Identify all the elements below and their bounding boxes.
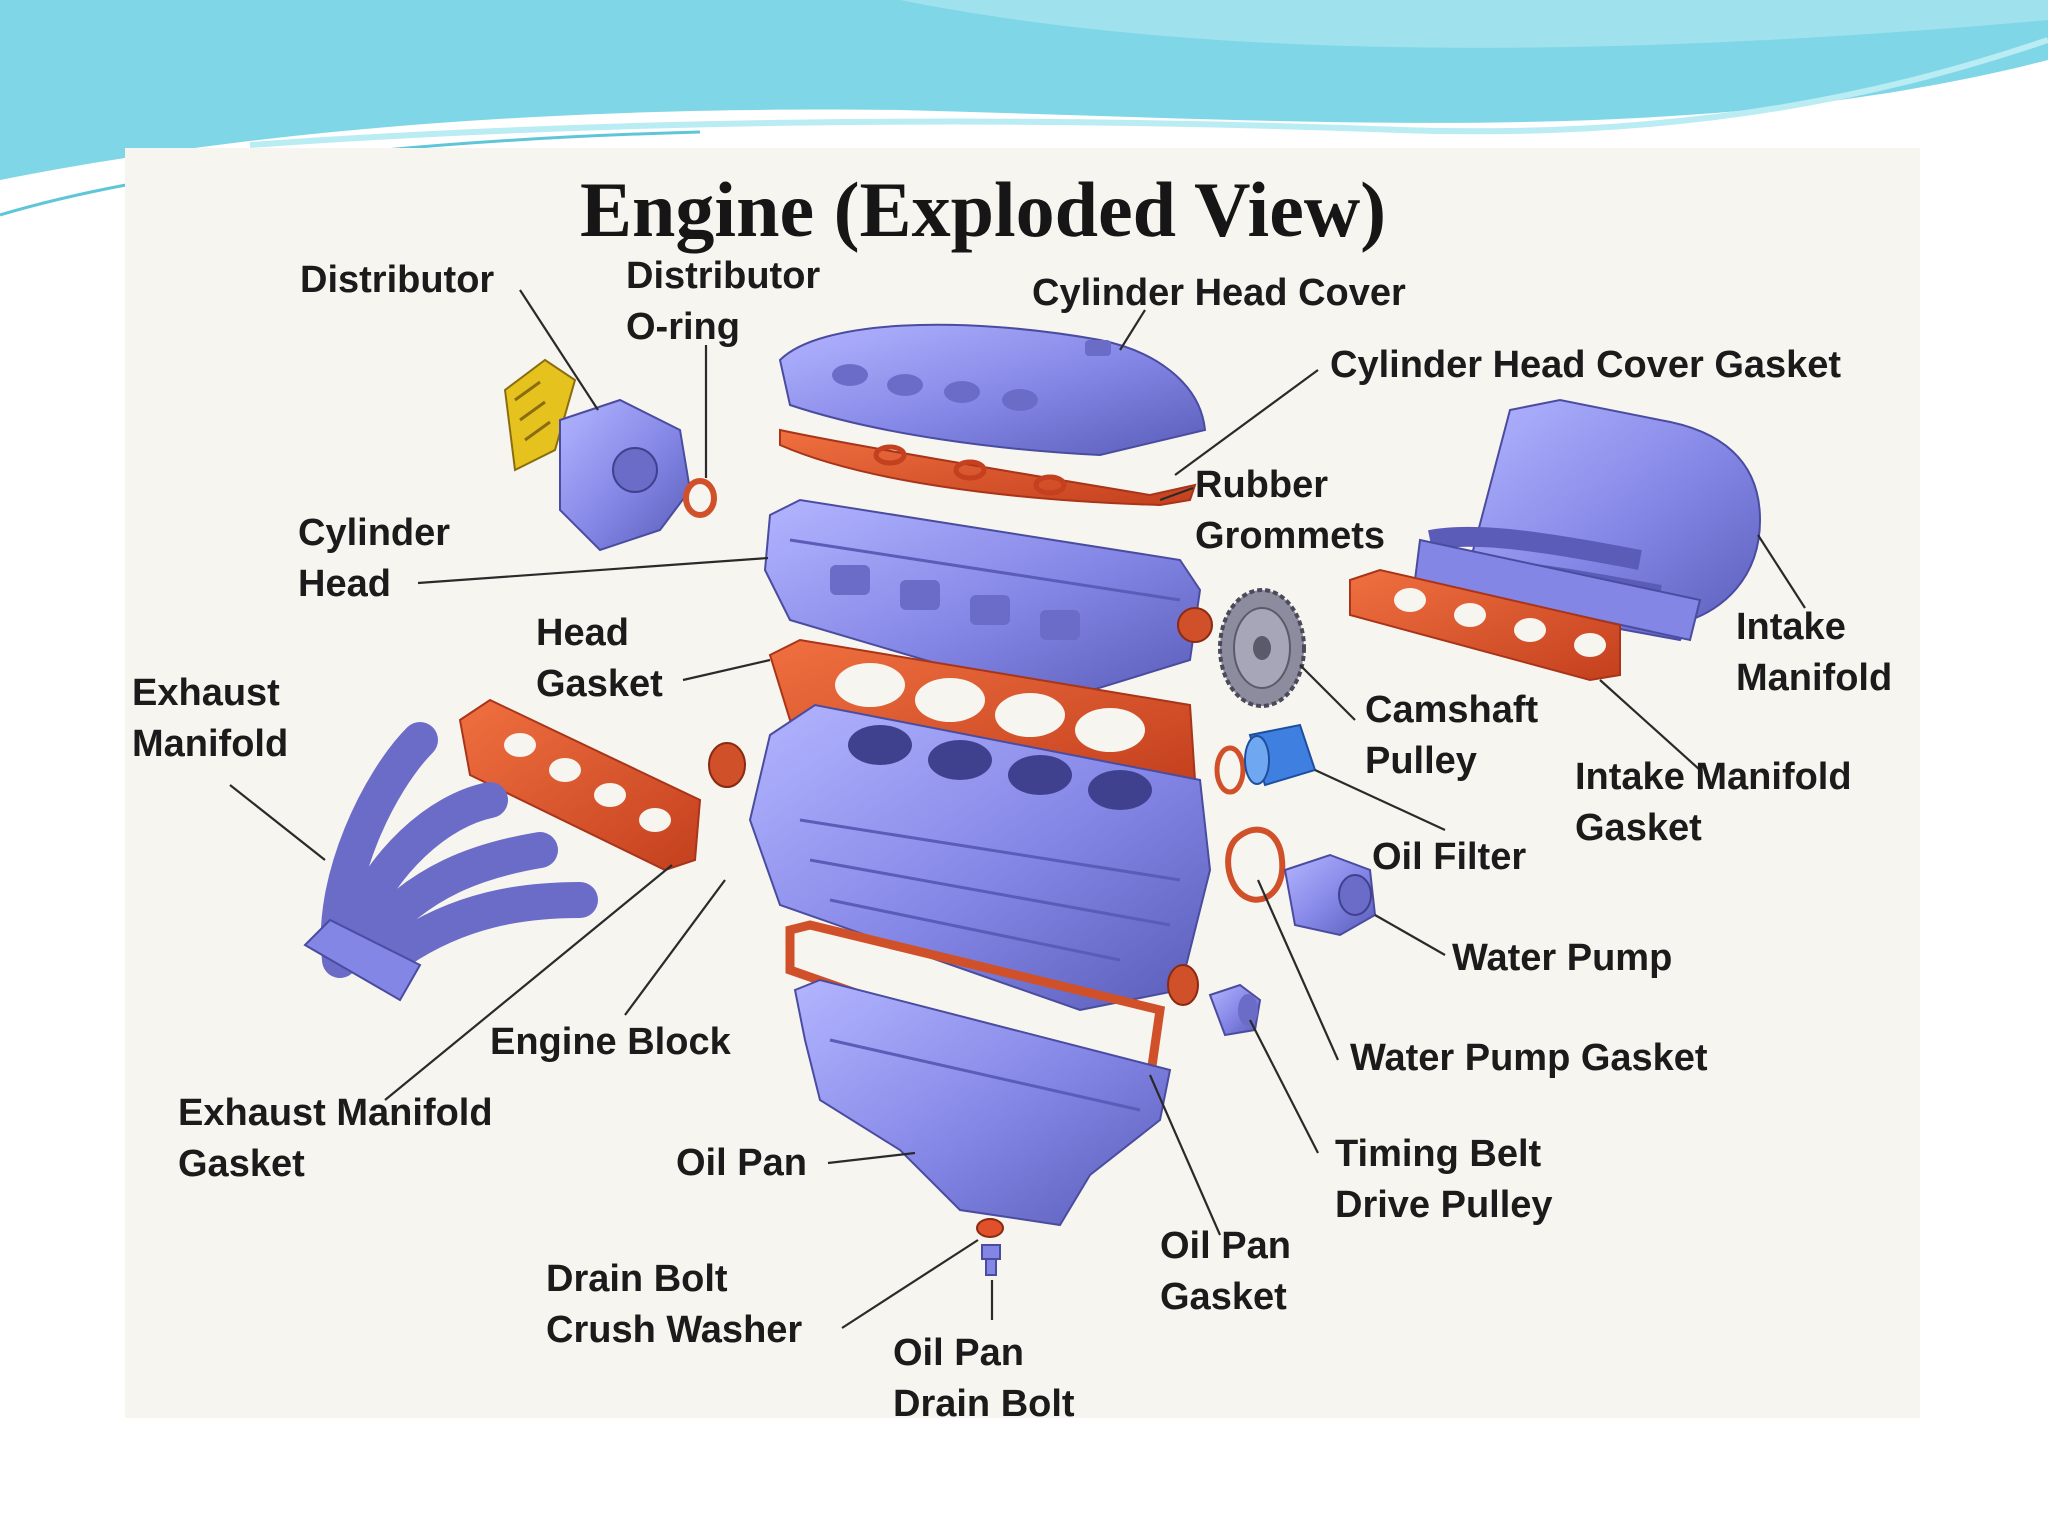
label-line: Timing Belt bbox=[1335, 1129, 1553, 1180]
label-line: Oil Pan bbox=[1160, 1221, 1291, 1272]
label-line: Drain Bolt bbox=[893, 1379, 1075, 1430]
label-line: Drive Pulley bbox=[1335, 1180, 1553, 1231]
label-line: Gasket bbox=[1575, 803, 1852, 854]
label-water-pump: Water Pump bbox=[1452, 933, 1672, 984]
label-oil-filter: Oil Filter bbox=[1372, 832, 1526, 883]
label-line: Exhaust Manifold bbox=[178, 1088, 493, 1139]
cylinder-head-cover-part bbox=[780, 325, 1205, 455]
label-line: Exhaust bbox=[132, 668, 288, 719]
camshaft-pulley-part bbox=[1220, 590, 1304, 706]
label-line: Engine Block bbox=[490, 1017, 731, 1068]
label-line: Cylinder bbox=[298, 508, 450, 559]
label-line: Gasket bbox=[178, 1139, 493, 1190]
water-pump-gasket-part bbox=[1228, 830, 1282, 900]
diagram-title: Engine (Exploded View) bbox=[580, 165, 1386, 255]
distributor-o-ring-part bbox=[686, 481, 714, 515]
distributor-part bbox=[505, 360, 690, 550]
label-distributor-o-ring: Distributor O-ring bbox=[626, 251, 820, 353]
label-line: Distributor bbox=[626, 251, 820, 302]
oil-pan-part bbox=[795, 980, 1170, 1225]
label-oil-pan-drain-bolt: Oil Pan Drain Bolt bbox=[893, 1328, 1075, 1430]
label-line: Camshaft bbox=[1365, 685, 1538, 736]
label-cylinder-head: Cylinder Head bbox=[298, 508, 450, 610]
crank-seal-part bbox=[1168, 965, 1198, 1005]
label-line: Head bbox=[536, 608, 663, 659]
label-line: Drain Bolt bbox=[546, 1254, 802, 1305]
label-distributor: Distributor bbox=[300, 255, 494, 306]
label-line: Intake Manifold bbox=[1575, 752, 1852, 803]
label-line: Cylinder Head Cover bbox=[1032, 268, 1406, 319]
label-line: O-ring bbox=[626, 302, 820, 353]
label-cylinder-head-cover-gasket: Cylinder Head Cover Gasket bbox=[1330, 340, 1841, 391]
label-line: Manifold bbox=[132, 719, 288, 770]
label-line: Pulley bbox=[1365, 736, 1538, 787]
label-drain-bolt-crush-washer: Drain Bolt Crush Washer bbox=[546, 1254, 802, 1356]
label-head-gasket: Head Gasket bbox=[536, 608, 663, 710]
label-timing-belt-drive-pulley: Timing Belt Drive Pulley bbox=[1335, 1129, 1553, 1231]
label-intake-manifold-gasket: Intake Manifold Gasket bbox=[1575, 752, 1852, 854]
label-line: Rubber bbox=[1195, 460, 1385, 511]
label-water-pump-gasket: Water Pump Gasket bbox=[1350, 1033, 1708, 1084]
drain-bolt-crush-washer-part bbox=[977, 1219, 1003, 1237]
label-line: Oil Pan bbox=[676, 1138, 807, 1189]
timing-belt-drive-pulley-part bbox=[1210, 985, 1260, 1035]
label-exhaust-manifold: Exhaust Manifold bbox=[132, 668, 288, 770]
label-line: Crush Washer bbox=[546, 1305, 802, 1356]
label-oil-pan-gasket: Oil Pan Gasket bbox=[1160, 1221, 1291, 1323]
label-oil-pan: Oil Pan bbox=[676, 1138, 807, 1189]
label-exhaust-manifold-gasket: Exhaust Manifold Gasket bbox=[178, 1088, 493, 1190]
oil-filter-part bbox=[1217, 725, 1315, 792]
label-line: Oil Filter bbox=[1372, 832, 1526, 883]
label-intake-manifold: Intake Manifold bbox=[1736, 602, 1892, 704]
label-line: Cylinder Head Cover Gasket bbox=[1330, 340, 1841, 391]
label-line: Gasket bbox=[1160, 1272, 1291, 1323]
label-line: Oil Pan bbox=[893, 1328, 1075, 1379]
label-line: Distributor bbox=[300, 255, 494, 306]
oil-pan-drain-bolt-part bbox=[982, 1245, 1000, 1275]
block-seal-part bbox=[709, 743, 745, 787]
label-rubber-grommets: Rubber Grommets bbox=[1195, 460, 1385, 562]
label-line: Intake bbox=[1736, 602, 1892, 653]
water-pump-part bbox=[1285, 855, 1375, 935]
label-line: Water Pump Gasket bbox=[1350, 1033, 1708, 1084]
label-line: Manifold bbox=[1736, 653, 1892, 704]
label-line: Water Pump bbox=[1452, 933, 1672, 984]
label-camshaft-pulley: Camshaft Pulley bbox=[1365, 685, 1538, 787]
label-line: Gasket bbox=[536, 659, 663, 710]
label-engine-block: Engine Block bbox=[490, 1017, 731, 1068]
label-line: Head bbox=[298, 559, 450, 610]
label-line: Grommets bbox=[1195, 511, 1385, 562]
label-cylinder-head-cover: Cylinder Head Cover bbox=[1032, 268, 1406, 319]
